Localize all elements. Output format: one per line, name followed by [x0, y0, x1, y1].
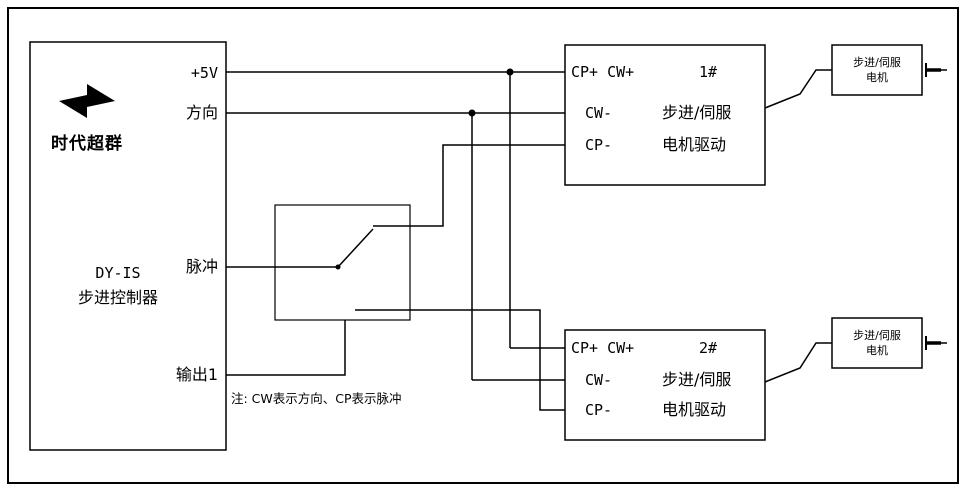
driver1-name-line2: 电机驱动: [662, 135, 727, 154]
brand-logo-icon: [59, 84, 115, 118]
driver1-top-terminals: CP+ CW+: [571, 63, 635, 81]
motor1-label: 步进/伺服 电机: [832, 45, 922, 95]
wire-switch-to-driver1-cp: [373, 144, 565, 227]
driver1-cp-minus-terminal: CP-: [585, 136, 613, 154]
driver2-box-outline: [564, 329, 766, 441]
terminal-5v-label: +5V: [190, 64, 218, 82]
driver2-cp-minus-terminal: CP-: [585, 401, 613, 419]
controller-box-outline: [29, 41, 227, 451]
junction-dot-5v: [506, 68, 514, 76]
driver1-cw-minus-terminal: CW-: [585, 104, 613, 122]
terminal-pulse-label: 脉冲: [185, 257, 218, 276]
wire-switch-to-driver2-cp: [355, 309, 565, 411]
junction-dot-direction: [468, 109, 476, 117]
wire-driver1-to-motor1: [764, 69, 832, 109]
terminal-output1-label: 输出1: [175, 365, 218, 384]
wire-output1-to-switch: [226, 320, 346, 376]
motor1-label-line2: 电机: [866, 71, 888, 84]
switch-blade: [337, 228, 374, 268]
driver1-box-outline: [564, 44, 766, 186]
wire-driver2-to-motor2: [764, 342, 832, 383]
switch-pivot-dot: [335, 264, 341, 270]
driver2-cw-minus-terminal: CW-: [585, 371, 613, 389]
driver2-top-terminals: CP+ CW+: [571, 339, 635, 357]
outer-frame: [7, 7, 959, 484]
driver1-name-line1: 步进/伺服: [662, 103, 732, 122]
motor2-label-line2: 电机: [866, 344, 888, 357]
wire-group: [226, 69, 832, 411]
controller-title: 步进控制器: [77, 288, 158, 307]
driver1-id: 1#: [699, 63, 718, 81]
brand-logo-text: 时代超群: [51, 134, 123, 154]
controller-model: DY-IS: [95, 264, 141, 282]
motor2-label: 步进/伺服 电机: [832, 318, 922, 368]
wiring-note: 注: CW表示方向、CP表示脉冲: [231, 391, 402, 406]
motor1-label-line1: 步进/伺服: [853, 55, 901, 69]
selector-switch-box-outline: [274, 204, 411, 321]
terminal-direction-label: 方向: [185, 103, 218, 122]
driver2-name-line1: 步进/伺服: [662, 370, 732, 389]
motor1-shaft-icon: [925, 63, 947, 77]
driver2-id: 2#: [699, 339, 718, 357]
driver2-name-line2: 电机驱动: [662, 400, 727, 419]
motor2-shaft-icon: [925, 336, 947, 350]
motor2-label-line1: 步进/伺服: [853, 328, 901, 342]
